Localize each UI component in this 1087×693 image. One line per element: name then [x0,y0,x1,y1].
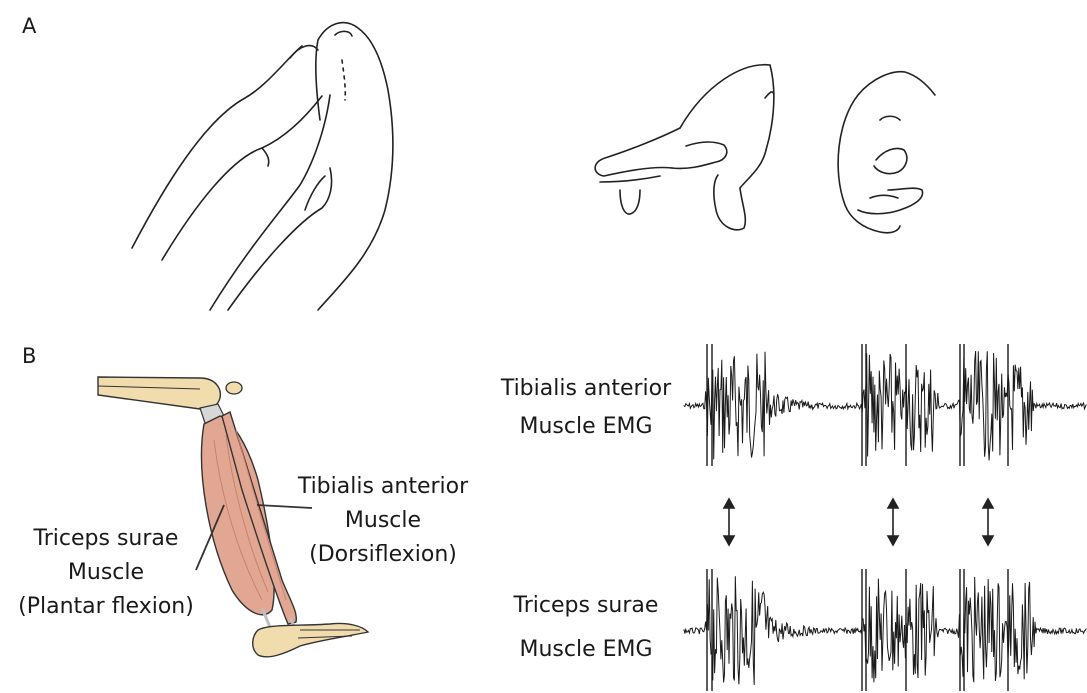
feet-drawing [132,23,393,310]
triceps-leg-label-line2: Muscle [2,556,210,590]
tibialis-leg-label-line1: Tibialis anterior [283,470,483,504]
triceps-emg-trace [684,569,1086,691]
double-arrow-icon [888,499,898,545]
emg-signal-path [684,351,1086,460]
triceps-leg-label-line1: Triceps surae [2,522,210,556]
tibialis-emg-label-line1: Tibialis anterior [482,370,690,408]
double-arrow-icon [724,499,734,545]
foot-bones [253,623,368,656]
triceps-leg-label: Triceps surae Muscle (Plantar flexion) [2,522,210,624]
correlation-arrows [724,499,993,545]
tibialis-emg-label-line2: Muscle EMG [482,408,690,446]
emg-signal-path [684,576,1086,685]
emg-traces [684,344,1086,691]
tibialis-leg-label-line3: (Dorsiflexion) [283,538,483,572]
tibialis-leg-label-line2: Muscle [283,504,483,538]
patella-bone [226,382,242,394]
double-arrow-icon [983,499,993,545]
tibialis-leg-label: Tibialis anterior Muscle (Dorsiflexion) [283,470,483,572]
hands-drawing [595,65,935,233]
triceps-emg-label-line1: Triceps surae [482,584,690,628]
tibialis-emg-label: Tibialis anterior Muscle EMG [482,370,690,446]
femur-bone [98,377,220,409]
triceps-leg-label-line3: (Plantar flexion) [2,590,210,624]
tibialis-emg-trace [684,344,1086,466]
triceps-emg-label: Triceps surae Muscle EMG [482,584,690,672]
triceps-emg-label-line2: Muscle EMG [482,628,690,672]
